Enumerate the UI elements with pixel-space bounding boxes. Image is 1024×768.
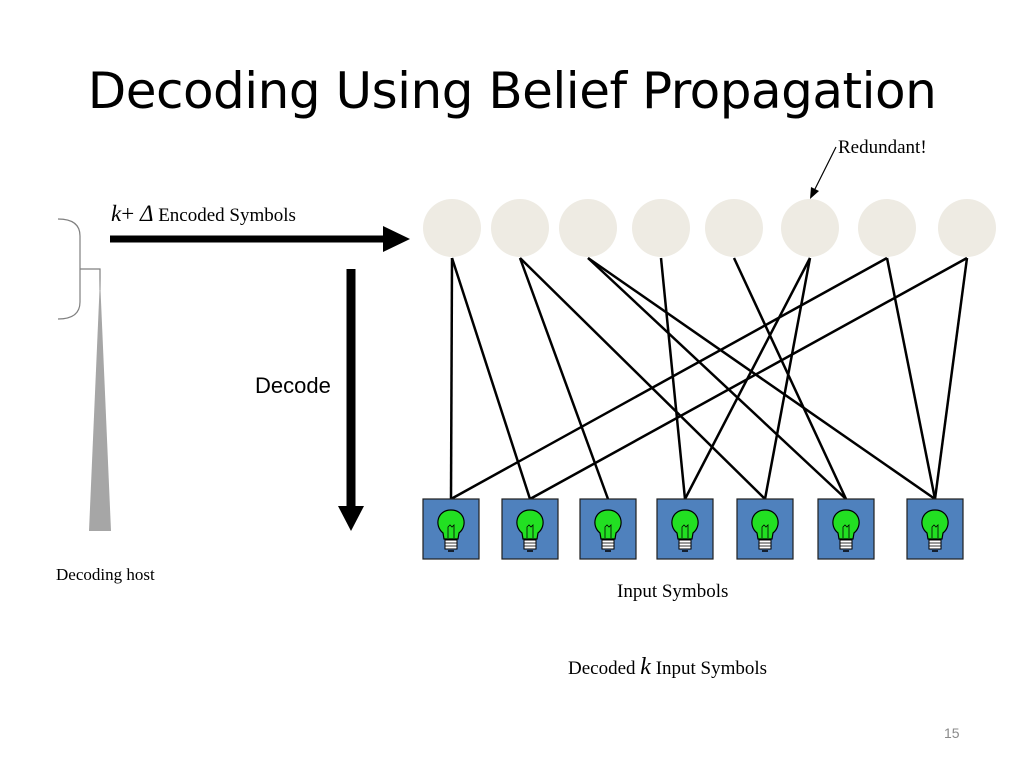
bulb-filament xyxy=(761,524,769,538)
encoded-symbols-label: k+ Δ Encoded Symbols xyxy=(111,201,296,227)
bulb-glass xyxy=(516,509,544,540)
decoding-host-label: Decoding host xyxy=(56,565,155,584)
redundant-label: Redundant! xyxy=(838,137,927,158)
edge-5 xyxy=(587,256,936,501)
decode-arrow-head xyxy=(338,506,364,531)
lightbulb-icon xyxy=(751,509,779,552)
bulb-base xyxy=(928,539,942,550)
encoded-symbol-2 xyxy=(491,199,549,257)
host-bracket-tick xyxy=(80,268,101,290)
edge-10 xyxy=(450,256,888,501)
decoded-k: k xyxy=(640,654,651,680)
bulb-base xyxy=(678,539,692,550)
slide-title: Decoding Using Belief Propagation xyxy=(87,62,937,120)
bulb-glass xyxy=(437,509,465,540)
input-symbol-3 xyxy=(579,498,637,560)
lightbulb-icon xyxy=(516,509,544,552)
bulb-glass xyxy=(832,509,860,540)
edge-7 xyxy=(732,257,848,500)
decoded-prefix: Decoded xyxy=(568,658,641,679)
input-symbol-2 xyxy=(501,498,559,560)
bulb-base xyxy=(839,539,853,550)
bulb-base xyxy=(523,539,537,550)
edge-9 xyxy=(763,257,812,500)
edge-1 xyxy=(450,257,532,500)
bulb-filament xyxy=(842,524,850,538)
input-symbol-4 xyxy=(656,498,714,560)
encoded-symbols xyxy=(423,199,996,257)
decoded-suffix: Input Symbols xyxy=(650,658,768,679)
input-symbols xyxy=(422,498,964,560)
decode-label: Decode xyxy=(255,373,331,398)
send-arrow-head xyxy=(383,226,410,252)
bulb-filament xyxy=(931,524,939,538)
decoded-input-symbols-label: Decoded k Input Symbols xyxy=(568,654,767,681)
encoded-k: k xyxy=(111,201,122,226)
input-symbol-5 xyxy=(736,498,794,560)
encoded-symbol-4 xyxy=(632,199,690,257)
input-symbol-1 xyxy=(422,498,480,560)
encoded-delta: Δ xyxy=(139,201,154,226)
bulb-filament xyxy=(681,524,689,538)
bulb-glass xyxy=(921,509,949,540)
lightbulb-icon xyxy=(594,509,622,552)
edge-3 xyxy=(519,257,766,500)
edge-4 xyxy=(587,257,847,500)
decoding-host-icon xyxy=(89,278,111,531)
redundant-pointer-head xyxy=(810,187,819,199)
lightbulb-icon xyxy=(437,509,465,552)
edge-2 xyxy=(518,257,610,500)
edge-11 xyxy=(885,257,937,500)
input-symbol-7 xyxy=(906,498,964,560)
input-symbols-label: Input Symbols xyxy=(617,581,729,602)
bulb-glass xyxy=(594,509,622,540)
lightbulb-icon xyxy=(671,509,699,552)
redundant-pointer xyxy=(812,146,837,194)
host-bracket xyxy=(57,218,81,320)
edge-12 xyxy=(529,256,968,501)
edge-6 xyxy=(659,257,687,500)
page-number: 15 xyxy=(944,725,960,741)
edge-13 xyxy=(933,257,969,500)
encoded-symbol-8 xyxy=(938,199,996,257)
bulb-filament xyxy=(447,524,455,538)
lightbulb-icon xyxy=(921,509,949,552)
lightbulb-icon xyxy=(832,509,860,552)
bulb-base xyxy=(758,539,772,550)
encoded-symbol-3 xyxy=(559,199,617,257)
bulb-filament xyxy=(604,524,612,538)
edge-0 xyxy=(449,257,454,500)
encoded-symbol-1 xyxy=(423,199,481,257)
bulb-glass xyxy=(671,509,699,540)
encoded-symbol-redundant xyxy=(781,199,839,257)
encoded-text: Encoded Symbols xyxy=(153,205,296,226)
encoded-symbol-7 xyxy=(858,199,916,257)
bulb-glass xyxy=(751,509,779,540)
encoded-symbol-5 xyxy=(705,199,763,257)
edges-layer xyxy=(449,256,969,501)
bulb-base xyxy=(444,539,458,550)
input-symbol-6 xyxy=(817,498,875,560)
bulb-base xyxy=(601,539,615,550)
encoded-plus: + xyxy=(121,201,140,226)
bulb-filament xyxy=(526,524,534,538)
